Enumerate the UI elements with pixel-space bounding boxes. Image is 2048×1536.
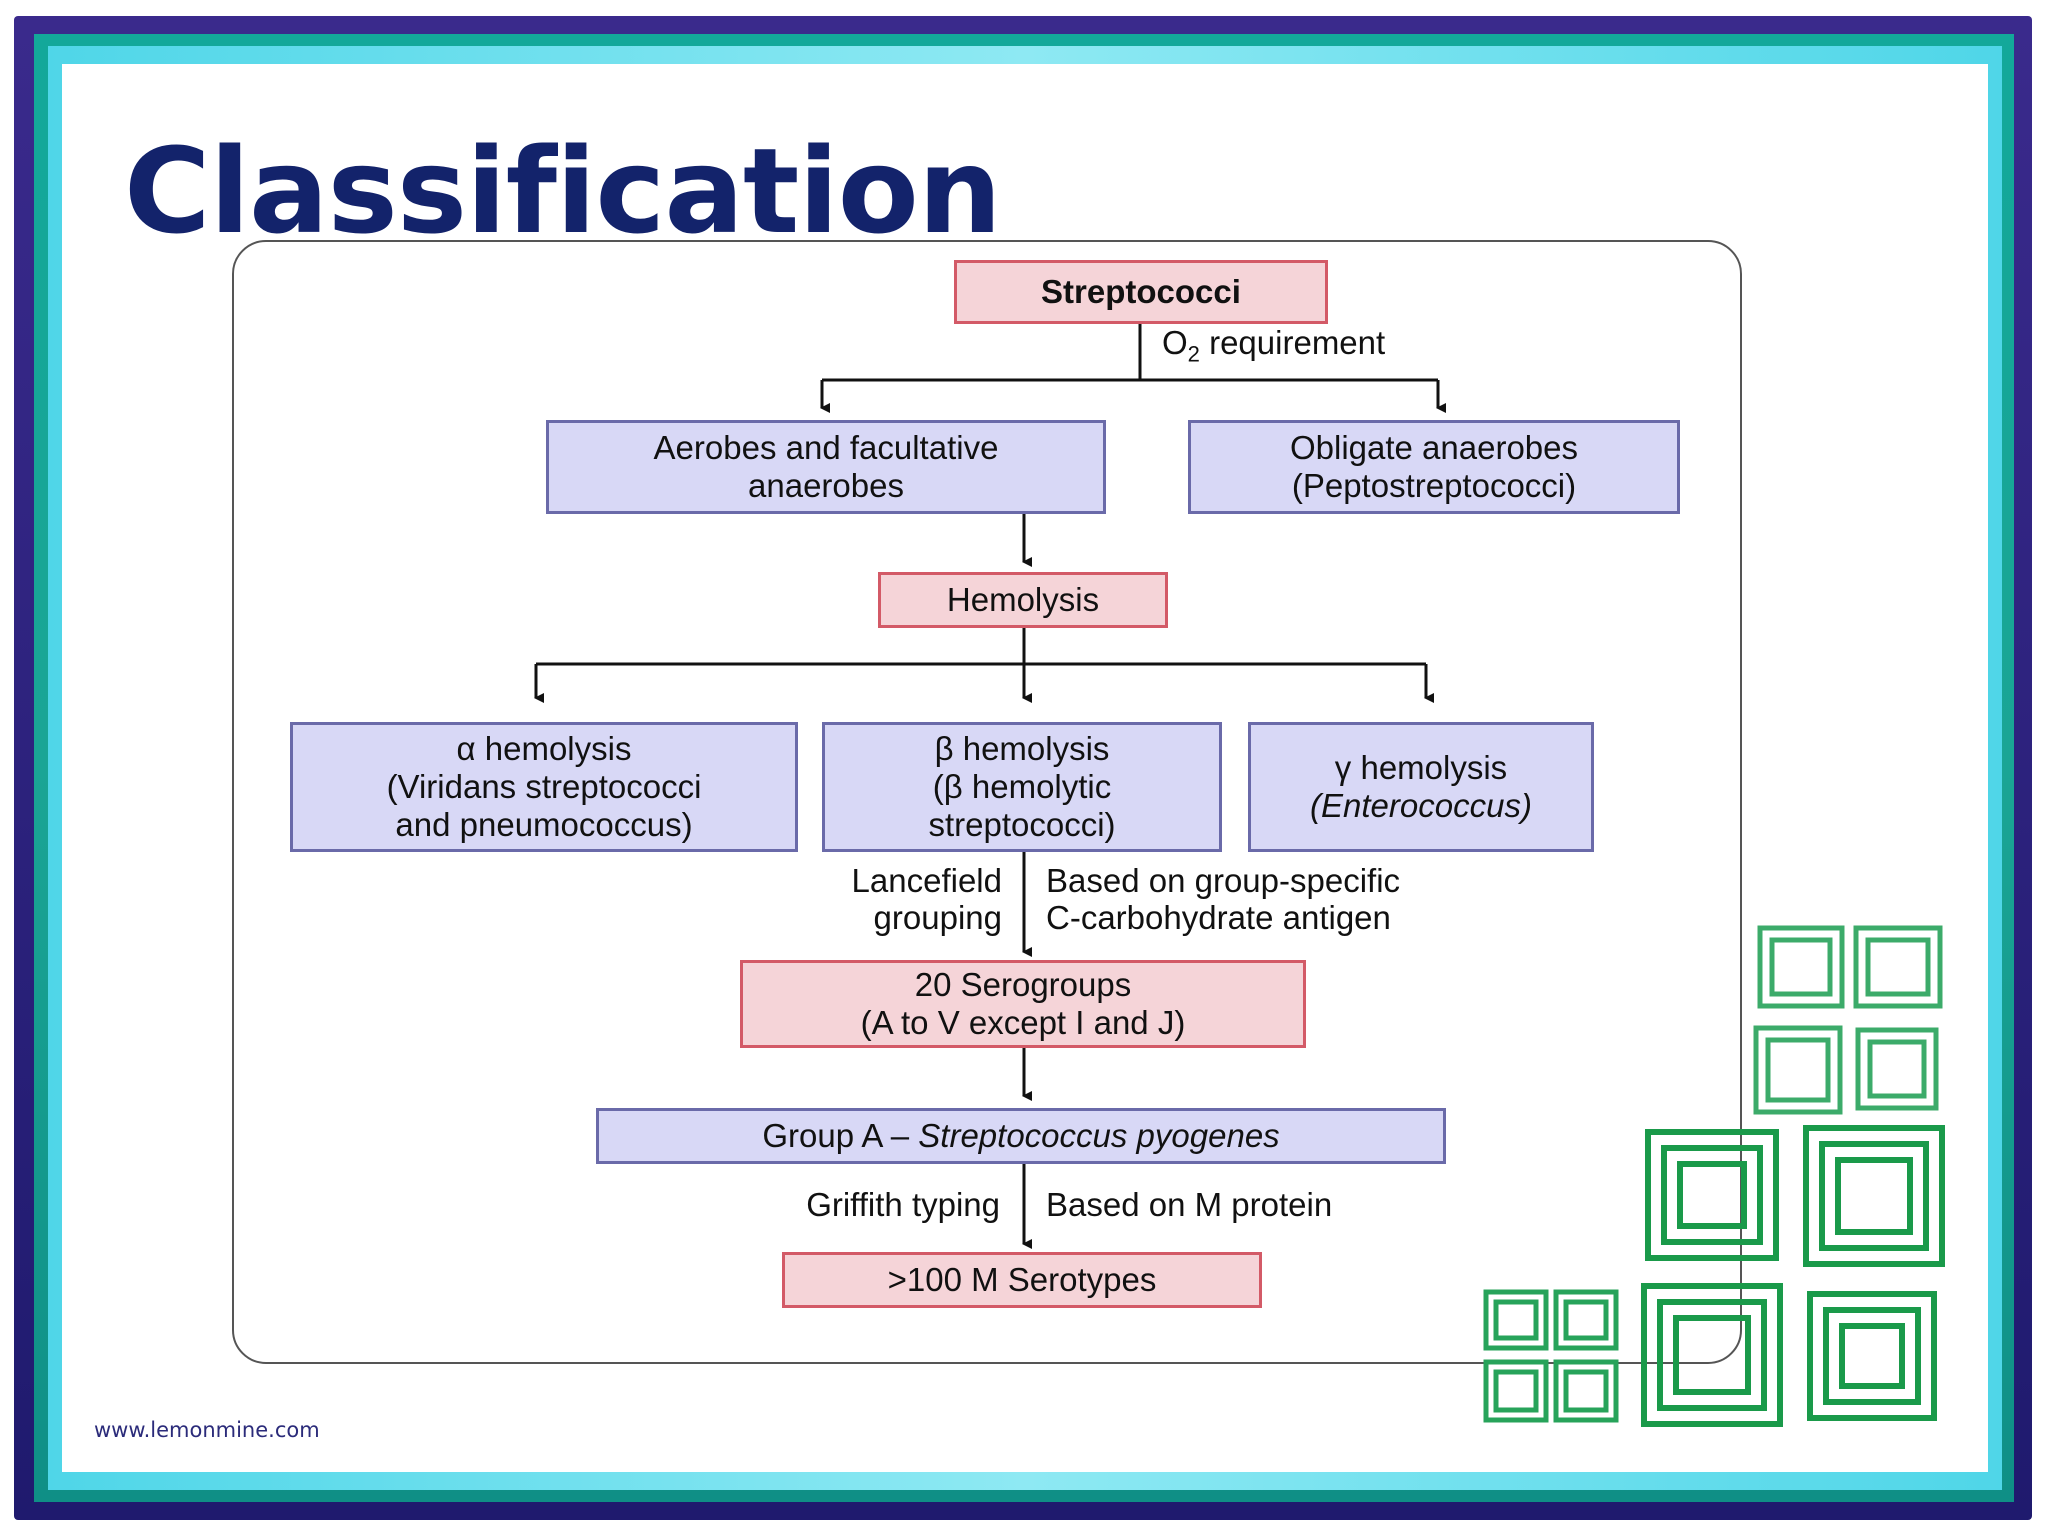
node-anaerobes-line-1: Obligate anaerobes [1289, 429, 1579, 466]
node-streptococci-label: Streptococci [1041, 273, 1241, 310]
node-alpha-line-2: (Viridans streptococci [386, 768, 702, 805]
node-serogroups-line-2: (A to V except I and J) [860, 1004, 1186, 1041]
node-serogroups: 20 Serogroups (A to V except I and J) [740, 960, 1306, 1048]
slide-title: Classification [124, 122, 1002, 260]
antigen-line-2: C-carbohydrate antigen [1046, 899, 1391, 936]
node-serogroups-line-1: 20 Serogroups [914, 966, 1132, 1003]
node-obligate-anaerobes: Obligate anaerobes (Peptostreptococci) [1188, 420, 1680, 514]
node-group-a: Group A – Streptococcus pyogenes [596, 1108, 1446, 1164]
lancefield-line-2: grouping [873, 899, 1002, 936]
node-gamma-hemolysis: γ hemolysis (Enterococcus) [1248, 722, 1594, 852]
node-alpha-hemolysis: α hemolysis (Viridans streptococci and p… [290, 722, 798, 852]
o2-letter: O [1162, 324, 1188, 361]
node-aerobes-line-1: Aerobes and facultative [653, 429, 999, 466]
node-streptococci: Streptococci [954, 260, 1328, 324]
edge-label-o2-requirement: O2 requirement [1162, 324, 1385, 373]
antigen-line-1: Based on group-specific [1046, 862, 1401, 899]
lancefield-line-1: Lancefield [851, 862, 1002, 899]
edge-label-group-antigen: Based on group-specific C-carbohydrate a… [1046, 862, 1400, 936]
node-aerobes: Aerobes and facultative anaerobes [546, 420, 1106, 514]
node-group-a-species: Streptococcus pyogenes [918, 1117, 1280, 1154]
node-anaerobes-line-2: (Peptostreptococci) [1291, 467, 1577, 504]
node-alpha-line-3: and pneumococcus) [395, 806, 693, 843]
edge-label-m-protein: Based on M protein [1046, 1186, 1333, 1223]
node-gamma-line-2: (Enterococcus) [1310, 787, 1532, 824]
o2-subscript: 2 [1187, 341, 1200, 367]
node-beta-line-1: β hemolysis [934, 730, 1110, 767]
edge-label-lancefield: Lancefield grouping [758, 862, 1002, 936]
edge-label-griffith-typing: Griffith typing [806, 1186, 1000, 1223]
footer-website: www.lemonmine.com [94, 1418, 320, 1442]
node-hemolysis-label: Hemolysis [946, 581, 1100, 618]
node-gamma-line-1: γ hemolysis [1334, 749, 1508, 786]
o2-suffix: requirement [1199, 324, 1386, 361]
node-beta-line-2: (β hemolytic [932, 768, 1112, 805]
node-beta-hemolysis: β hemolysis (β hemolytic streptococci) [822, 722, 1222, 852]
node-aerobes-line-2: anaerobes [748, 467, 904, 504]
node-beta-line-3: streptococci) [928, 806, 1116, 843]
node-hemolysis: Hemolysis [878, 572, 1168, 628]
node-group-a-prefix: Group A – [762, 1117, 919, 1154]
node-serotypes-label: >100 M Serotypes [887, 1261, 1157, 1298]
node-alpha-line-1: α hemolysis [456, 730, 632, 767]
node-m-serotypes: >100 M Serotypes [782, 1252, 1262, 1308]
